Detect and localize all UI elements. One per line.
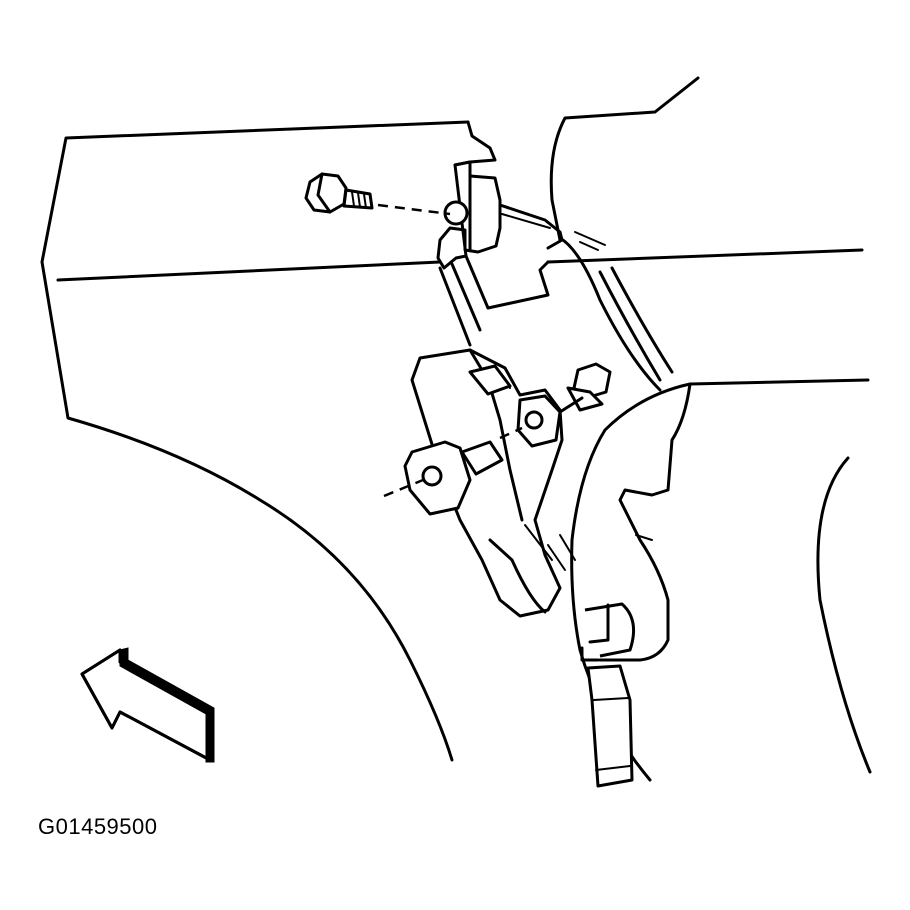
hinge-assembly — [383, 348, 564, 618]
figure-code-label: G01459500 — [38, 814, 158, 839]
hinge-pivot-pin — [499, 362, 612, 448]
hood-latch-bracket — [436, 160, 564, 347]
mounting-bolt — [304, 172, 451, 216]
front-direction-arrow — [80, 647, 215, 763]
body-panel-lines — [546, 76, 864, 392]
wiring-connector — [580, 602, 636, 788]
